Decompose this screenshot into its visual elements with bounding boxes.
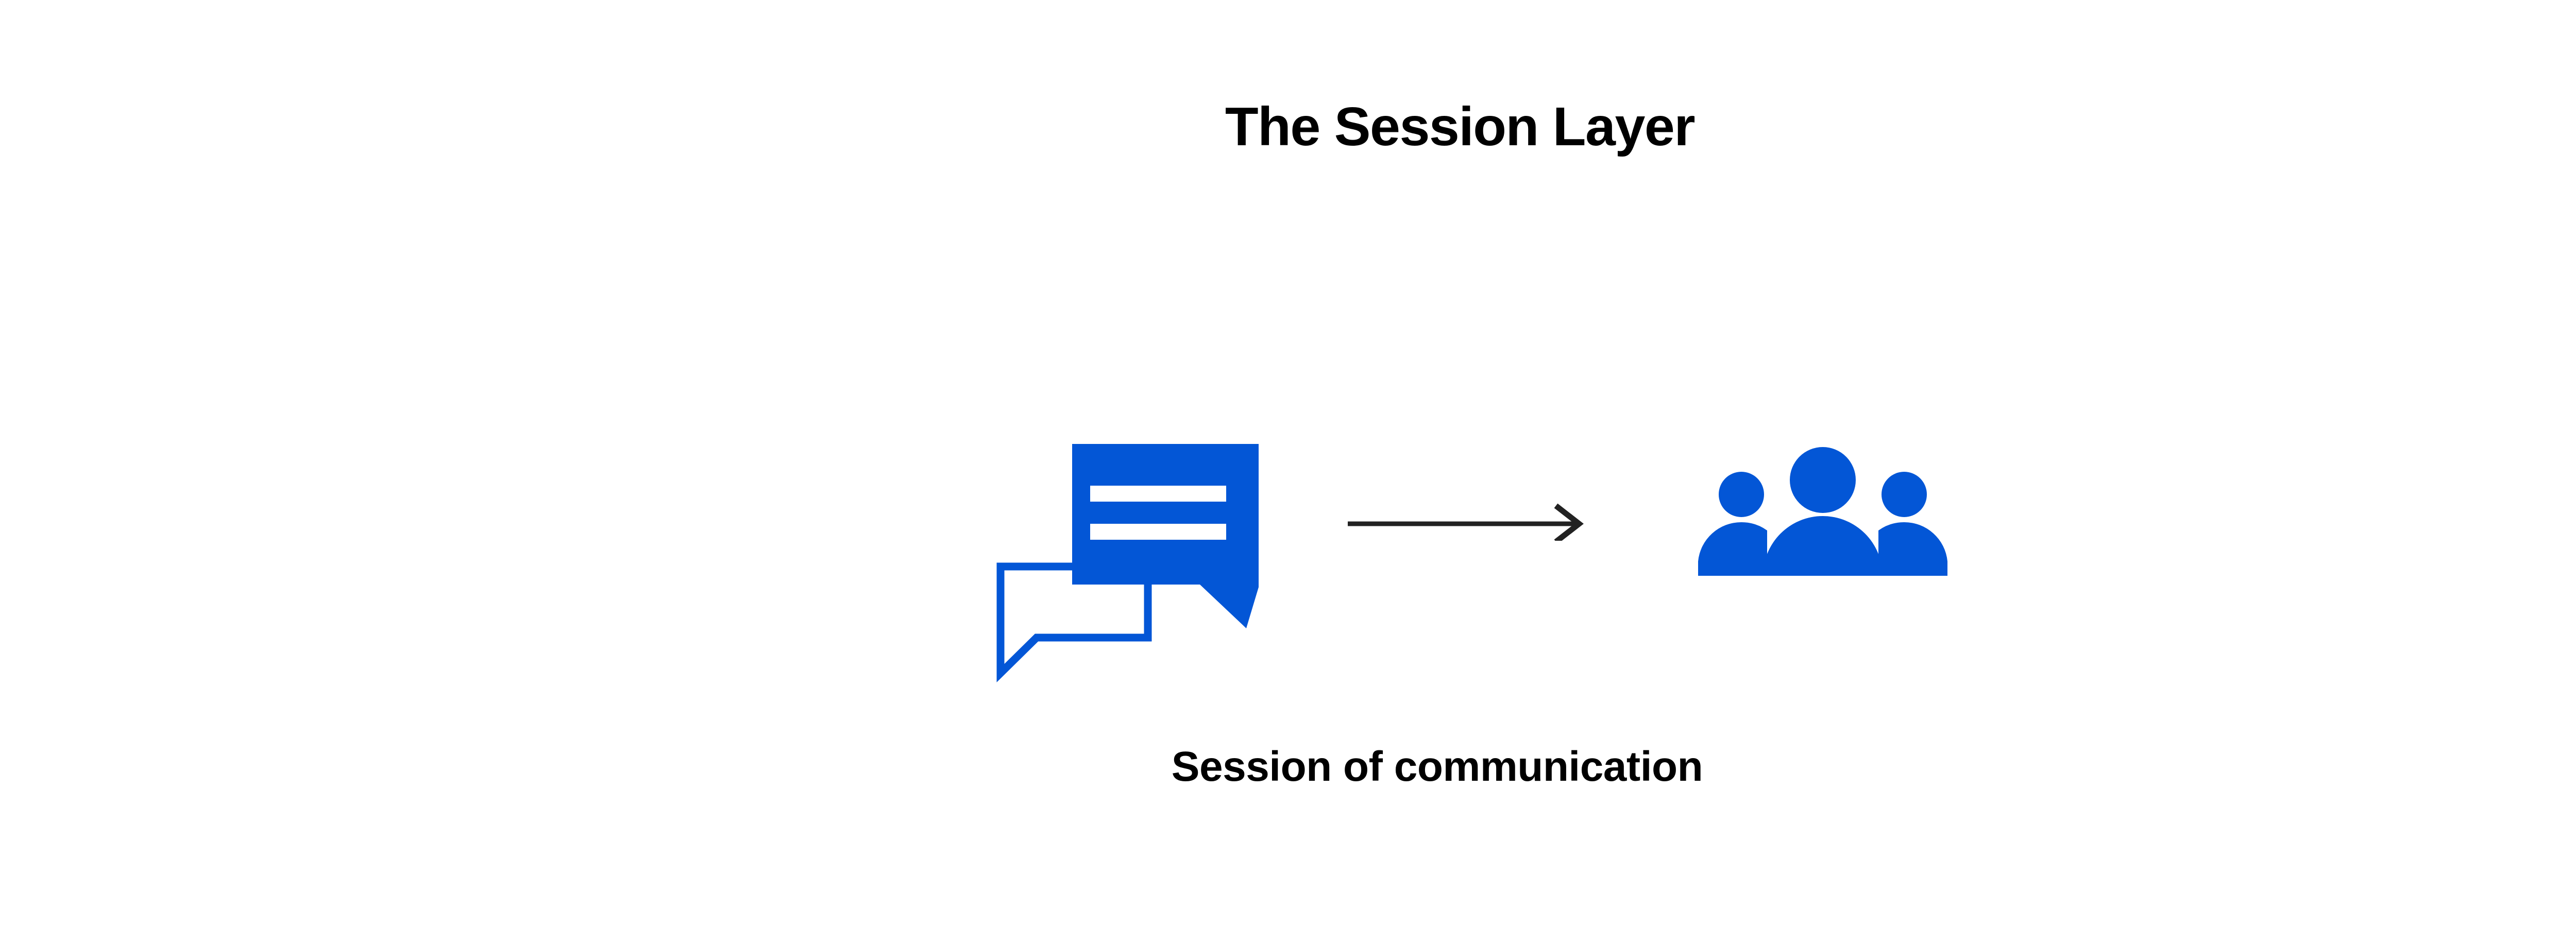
arrow-head bbox=[1554, 503, 1584, 544]
people-group-icon bbox=[1694, 438, 1952, 582]
diagram-caption-text: Session of communication bbox=[1171, 743, 1703, 790]
arrow-right-icon bbox=[1345, 484, 1592, 544]
chat-line-2 bbox=[1090, 524, 1226, 540]
person-right-head bbox=[1882, 472, 1927, 517]
chat-bubbles-icon bbox=[968, 417, 1277, 690]
person-center-head bbox=[1790, 447, 1856, 513]
person-left-head bbox=[1719, 472, 1764, 517]
chat-line-1 bbox=[1090, 486, 1226, 502]
page-title: The Session Layer bbox=[1225, 96, 1696, 157]
diagram-caption: Session of communication bbox=[0, 742, 2576, 792]
diagram-container bbox=[938, 391, 1968, 682]
person-center-body bbox=[1763, 516, 1883, 576]
person-left-body bbox=[1698, 522, 1767, 576]
person-right-body bbox=[1878, 522, 1947, 576]
